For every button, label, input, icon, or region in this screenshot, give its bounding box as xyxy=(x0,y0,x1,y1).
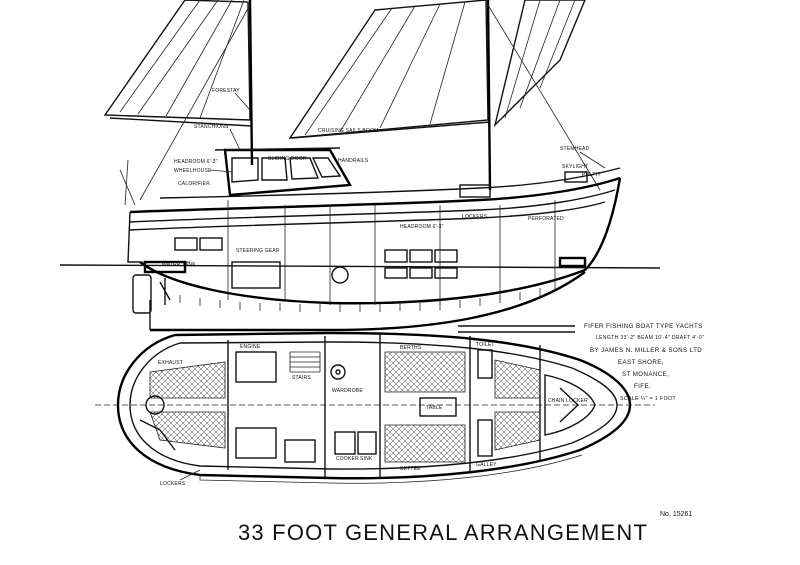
sails-and-rigging xyxy=(103,0,601,206)
label-stemhead: STEMHEAD xyxy=(560,146,590,152)
steering-wheel xyxy=(330,364,346,380)
label-galley: GALLEY xyxy=(476,462,497,468)
title-line-4: EAST SHORE, xyxy=(618,359,664,366)
label-headroom-aft: HEADROOM 6'-3" xyxy=(174,159,218,165)
fore-hatch xyxy=(459,184,491,198)
rudder xyxy=(132,274,152,314)
label-forestay: FORESTAY xyxy=(212,88,240,94)
berth-stbd-fwd xyxy=(494,411,541,451)
label-toilet: TOILET xyxy=(476,342,495,348)
propeller xyxy=(159,278,171,305)
title-line-2: LENGTH 33'-2" BEAM 10'-4" DRAFT 4'-0" xyxy=(596,335,704,341)
mizzen-boom xyxy=(109,117,253,127)
berth-port-fwd xyxy=(494,359,541,399)
label-sink: SINK xyxy=(360,456,373,462)
label-water-tank: WATER TANK xyxy=(162,262,196,268)
label-pulpit: PULPIT xyxy=(582,172,601,178)
label-lockers-plan: LOCKERS xyxy=(160,481,186,487)
chain-locker xyxy=(544,374,596,436)
mizzen-sail xyxy=(103,0,251,121)
label-lockers-profile: LOCKERS xyxy=(462,214,488,220)
label-table: TABLE xyxy=(426,405,443,411)
title-line-5: ST MONANCE, xyxy=(622,371,669,378)
label-berths: BERTHS xyxy=(400,345,422,351)
label-skylight: SKYLIGHT xyxy=(562,164,588,170)
title-scale: SCALE ¼" = 1 FOOT xyxy=(620,396,676,402)
stem xyxy=(584,177,622,271)
engine-profile xyxy=(231,261,281,289)
title-line-6: FIFE. xyxy=(634,383,651,390)
drawing-number: No. 15261 xyxy=(660,511,692,518)
label-stairs: STAIRS xyxy=(292,375,311,381)
label-steering-gear: STEERING GEAR xyxy=(236,248,280,254)
label-cooker: COOKER xyxy=(336,456,359,462)
berth-stbd-saloon xyxy=(384,424,466,463)
main-boom xyxy=(291,121,491,139)
label-cruising-boom: CRUISING SAILS BOOM xyxy=(318,128,378,134)
label-handrails: HANDRAILS xyxy=(338,158,369,164)
waterline xyxy=(59,264,661,269)
keel xyxy=(150,271,586,332)
saloon-table xyxy=(419,397,457,417)
plan-hull-outline xyxy=(116,331,632,480)
engine-plan xyxy=(235,351,277,383)
plan-view xyxy=(95,331,655,484)
title-line-1: FIFER FISHING BOAT TYPE YACHTS xyxy=(584,323,703,330)
hull-bottom xyxy=(139,261,586,305)
label-settee: SETTEE xyxy=(400,466,421,472)
portlights xyxy=(174,237,458,279)
companion-stairs xyxy=(289,351,321,373)
berth-aft-stbd xyxy=(149,411,226,449)
profile-annotations: FORESTAY STANCHIONS HEADROOM 6'-3" WHEEL… xyxy=(162,88,606,268)
skylight xyxy=(564,171,588,183)
label-wheelhouse: WHEELHOUSE xyxy=(174,168,212,174)
berth-port-saloon xyxy=(384,351,466,393)
label-perforated: PERFORATED xyxy=(528,216,564,222)
label-calorifier: CALORIFIER xyxy=(178,181,210,187)
label-wardrobe: WARDROBE xyxy=(332,388,363,394)
galley xyxy=(477,419,493,457)
label-headroom-fwd: HEADROOM 6'-3" xyxy=(400,224,444,230)
main-sail xyxy=(288,0,489,139)
water-tank xyxy=(143,260,187,274)
title-line-3: BY JAMES N. MILLER & SONS LTD xyxy=(590,347,702,354)
toilet xyxy=(477,349,493,379)
mizzen-mast xyxy=(248,0,254,166)
frames xyxy=(179,288,541,312)
profile-view xyxy=(59,147,661,332)
berth-aft xyxy=(149,361,226,399)
label-stanchion: STANCHIONS xyxy=(194,124,229,130)
title-block: FIFER FISHING BOAT TYPE YACHTS LENGTH 33… xyxy=(458,323,704,402)
label-sliding-door: SLIDING DOOR xyxy=(268,156,307,162)
label-exhaust: EXHAUST xyxy=(158,360,183,366)
label-engine: ENGINE xyxy=(240,344,261,350)
label-chain-locker: CHAIN LOCKER xyxy=(548,398,588,404)
plan-annotations: ENGINE EXHAUST TOILET GALLEY TABLE COOKE… xyxy=(158,342,588,487)
jib-sail xyxy=(493,0,586,128)
sheer-line xyxy=(129,176,621,214)
wheelhouse xyxy=(214,147,352,197)
main-mast xyxy=(486,0,492,191)
drawing-caption: 33 FOOT GENERAL ARRANGEMENT xyxy=(238,520,648,545)
